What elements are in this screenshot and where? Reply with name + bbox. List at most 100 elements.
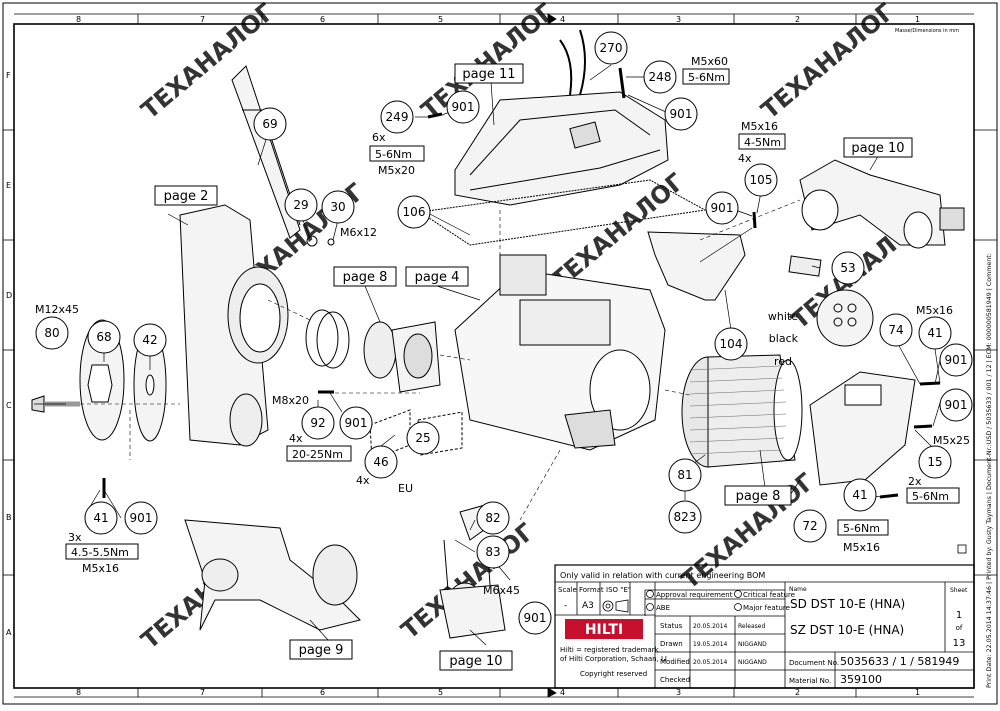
svg-text:29: 29 — [293, 198, 308, 212]
col-label: 3 — [676, 15, 681, 24]
svg-text:53: 53 — [840, 261, 855, 275]
wire-label-white: white — [768, 310, 798, 323]
screw-spec: M5x16 — [843, 541, 880, 554]
page-ref-9[interactable]: page 9 — [289, 639, 353, 660]
modified-label: Modified — [660, 658, 690, 666]
quantity-label: 2x — [908, 475, 922, 488]
print-info-sidebar: Print Date: 22.05.2014 14:37:46 | Printe… — [986, 253, 993, 688]
drawn-label: Drawn — [660, 640, 683, 648]
svg-text:248: 248 — [649, 70, 672, 84]
col-label: 4 — [560, 688, 565, 697]
svg-text:901: 901 — [711, 201, 734, 215]
sheet-label: Sheet — [950, 587, 968, 594]
drawn-value: NIGGAND — [738, 641, 767, 648]
callout-104: 104 — [714, 327, 748, 361]
svg-text:42: 42 — [142, 333, 157, 347]
quantity-label: 4x — [356, 474, 370, 487]
callouts: 270 248 249 901 901 69 105 29 30 106 901… — [35, 31, 973, 635]
callout-41: 41 — [84, 501, 118, 535]
page-ref-8[interactable]: page 8 — [333, 266, 397, 287]
row-label: E — [6, 181, 11, 190]
svg-text:page 10: page 10 — [449, 654, 502, 669]
screw-spec: M5x16 — [741, 120, 778, 133]
callout-29: 29 — [284, 188, 318, 222]
quantity-label: 4x — [289, 432, 303, 445]
assembly-guides — [80, 199, 801, 521]
torque-box: 4-5Nm — [738, 133, 786, 150]
svg-text:41: 41 — [852, 488, 867, 502]
svg-text:HILTI: HILTI — [585, 622, 623, 638]
col-label: 3 — [676, 688, 681, 697]
col-label: 7 — [200, 15, 205, 24]
col-label: 1 — [915, 15, 920, 24]
material-label: Material No. — [789, 677, 831, 685]
quantity-label: 4x — [738, 152, 752, 165]
svg-text:81: 81 — [677, 468, 692, 482]
row-label: C — [6, 401, 12, 410]
torque-box: 4.5-5.5Nm — [65, 543, 139, 560]
torque-box: 5-6Nm — [682, 68, 730, 85]
callout-82: 82 — [476, 501, 510, 535]
parts-illustration — [31, 29, 965, 639]
col-label: 8 — [76, 15, 81, 24]
format-label: Format — [579, 586, 604, 594]
page-ref-11[interactable]: page 11 — [454, 63, 524, 84]
page-ref-4[interactable]: page 4 — [405, 266, 469, 287]
torque-box: 5-6Nm — [369, 145, 425, 162]
callout-901: 901 — [339, 406, 373, 440]
svg-text:74: 74 — [888, 323, 903, 337]
product-name-2: SZ DST 10-E (HNA) — [790, 623, 904, 637]
approval-label: Approval requirement — [656, 591, 733, 599]
trademark-line: Hilti = registered trademark — [560, 646, 660, 654]
screw-spec: M5x20 — [378, 164, 415, 177]
torque-box: 5-6Nm — [837, 519, 889, 536]
svg-text:270: 270 — [600, 41, 623, 55]
col-label: 5 — [438, 688, 443, 697]
sheet-of: of — [956, 624, 963, 632]
status-value: Released — [738, 623, 765, 630]
svg-text:823: 823 — [674, 510, 697, 524]
format-value: A3 — [582, 601, 594, 611]
callout-105: 105 — [744, 163, 778, 197]
screw-spec: M5x16 — [82, 562, 119, 575]
material-number: 359100 — [840, 673, 882, 686]
callout-901: 901 — [939, 388, 973, 422]
page-ref-10[interactable]: page 10 — [439, 650, 513, 671]
svg-text:30: 30 — [330, 200, 345, 214]
svg-text:5-6Nm: 5-6Nm — [843, 522, 880, 535]
svg-text:901: 901 — [524, 611, 547, 625]
col-label: 2 — [795, 688, 800, 697]
svg-text:106: 106 — [403, 205, 426, 219]
svg-text:104: 104 — [720, 337, 743, 351]
page-ref-8[interactable]: page 8 — [724, 485, 792, 506]
torque-box: 5-6Nm — [906, 487, 960, 504]
scale-value: - — [564, 601, 567, 611]
major-label: Major feature — [743, 604, 790, 612]
svg-text:4-5Nm: 4-5Nm — [744, 136, 781, 149]
callout-823: 823 — [668, 500, 702, 534]
svg-text:80: 80 — [44, 326, 59, 340]
svg-text:82: 82 — [485, 511, 500, 525]
svg-text:25: 25 — [415, 431, 430, 445]
notice: Only valid in relation with current engi… — [560, 571, 765, 580]
callout-901: 901 — [124, 501, 158, 535]
col-label: 6 — [320, 688, 325, 697]
trademark-line: of Hilti Corporation, Schaan, LI — [560, 655, 667, 663]
sheet-number: 1 — [956, 610, 962, 621]
callout-25: 25 — [406, 421, 440, 455]
checked-label: Checked — [660, 676, 690, 684]
wire-label-red: red — [774, 355, 792, 368]
page-ref-10[interactable]: page 10 — [843, 137, 913, 158]
document-label: Document No. — [789, 659, 839, 667]
callout-30: 30 — [321, 190, 355, 224]
callout-41: 41 — [918, 316, 952, 350]
svg-text:901: 901 — [945, 398, 968, 412]
svg-text:5-6Nm: 5-6Nm — [688, 71, 725, 84]
svg-text:41: 41 — [927, 326, 942, 340]
callout-46: 46 — [364, 445, 398, 479]
svg-text:41: 41 — [93, 511, 108, 525]
page-ref-2[interactable]: page 2 — [154, 185, 218, 206]
